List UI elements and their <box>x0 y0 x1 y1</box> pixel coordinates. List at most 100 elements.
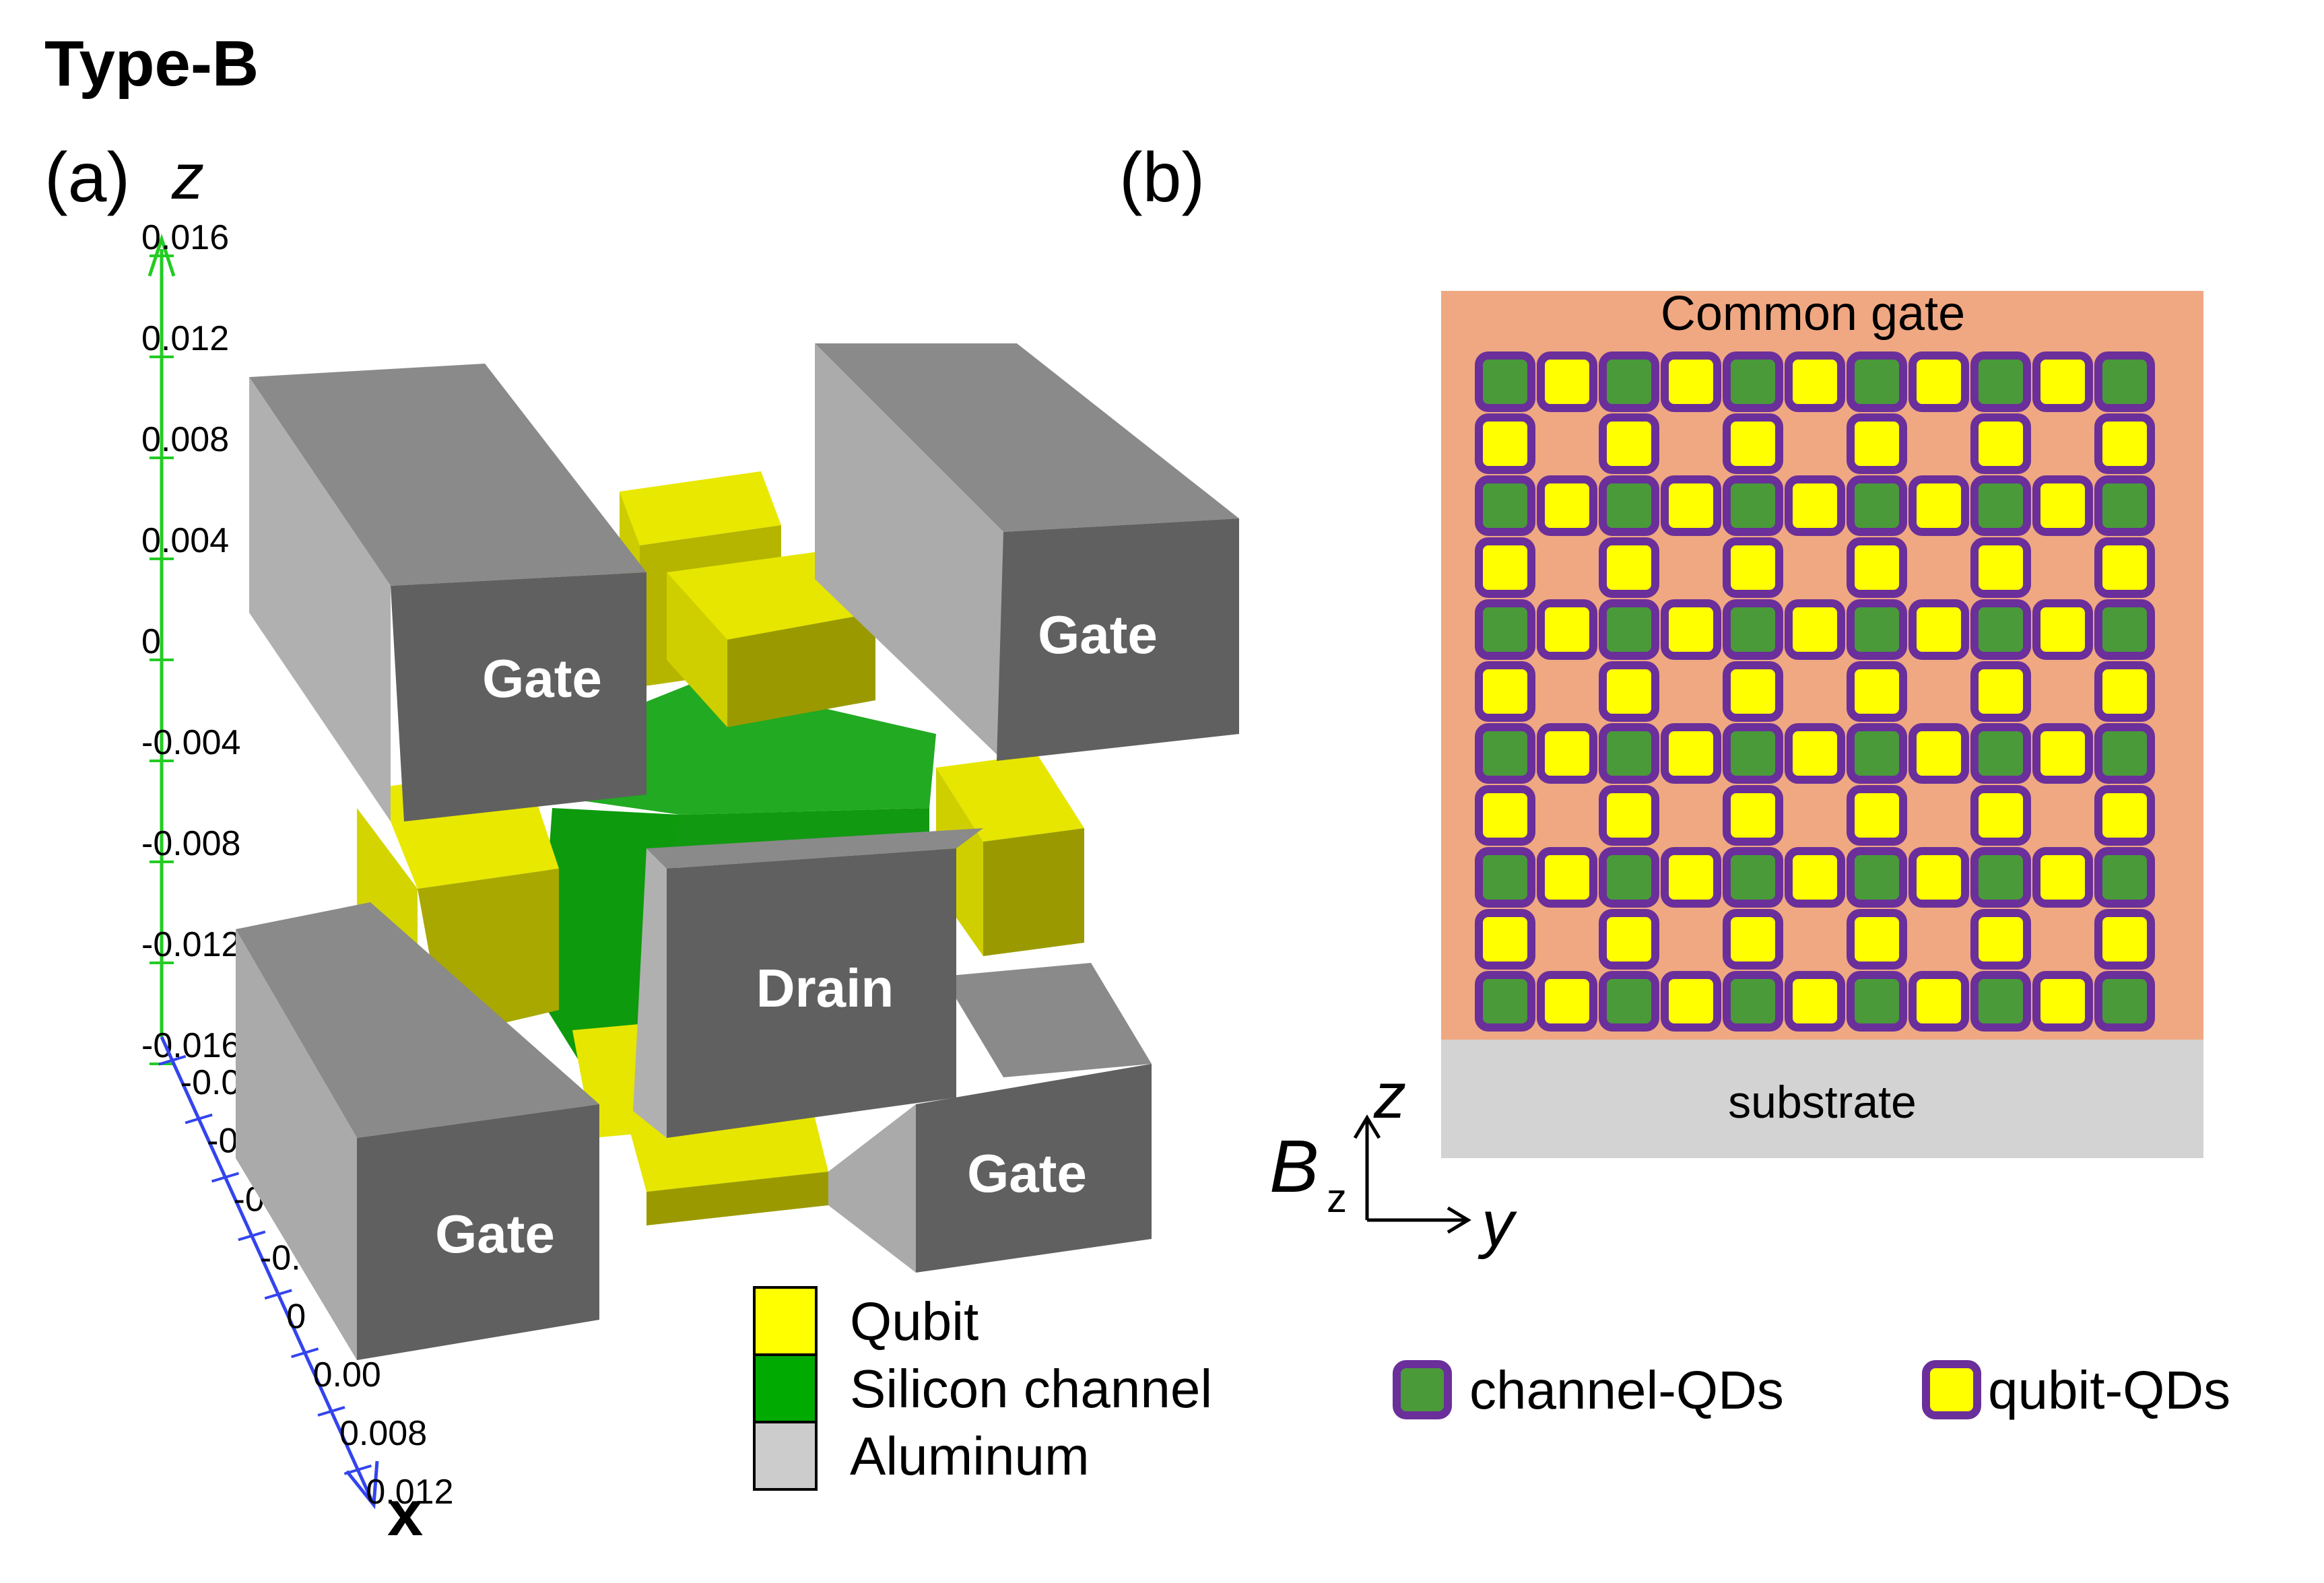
qubit-qd <box>1785 847 1845 908</box>
qubit-qd <box>1847 785 1907 846</box>
channel-qd <box>1847 723 1907 784</box>
channel-qd <box>2094 971 2155 1032</box>
x-tick-label: 0 <box>286 1297 306 1336</box>
drain-label: Drain <box>756 958 894 1018</box>
legend-label-channel-qds: channel-QDs <box>1469 1360 1784 1420</box>
qubit-qd <box>1970 537 2031 598</box>
qubit-qd <box>1970 413 2031 474</box>
channel-qd <box>1847 971 1907 1032</box>
gate-block-bottom-right <box>943 963 1152 1077</box>
x-axis-line <box>160 1036 376 1506</box>
x-tick-mark <box>158 1054 187 1066</box>
qubit-qd <box>2032 599 2093 660</box>
qubit-qd <box>1537 723 1597 784</box>
qubit-qd <box>2094 537 2155 598</box>
qubit-qd <box>1847 413 1907 474</box>
gate-bottom-right-label: Gate <box>967 1143 1087 1203</box>
channel-qd <box>1599 723 1659 784</box>
channel-qd <box>1599 599 1659 660</box>
panel-b-device: Common gate substrate z y B z channel-QD… <box>1269 287 2230 1420</box>
qubit-qd <box>1475 785 1535 846</box>
qubit-qd <box>1661 599 1721 660</box>
channel-qd <box>1475 723 1535 784</box>
z-tick-label: -0.016 <box>141 1026 240 1065</box>
field-subscript: z <box>1327 1176 1347 1221</box>
legend-swatch-qubit <box>753 1286 818 1356</box>
panel-a-label: (a) <box>44 139 131 217</box>
gate-block-top-left <box>249 364 646 586</box>
channel-qd <box>1970 723 2031 784</box>
channel-qd <box>1970 475 2031 536</box>
channel-qd <box>1723 847 1783 908</box>
qubit-qd <box>1599 909 1659 970</box>
panel-a-3d-structure: 0.0160.0120.0080.0040-0.004-0.008-0.012-… <box>141 141 1239 1549</box>
b-y-arrow-icon <box>1447 1206 1471 1234</box>
legend-swatch-qubit-qds <box>1922 1360 1981 1419</box>
z-tick-label: -0.004 <box>141 723 240 762</box>
qubit-qd <box>1537 599 1597 660</box>
gate-block-top-right <box>815 343 1239 532</box>
x-tick-label: 0.00 <box>313 1355 381 1394</box>
channel-qd <box>1847 847 1907 908</box>
qubit-qd <box>1847 909 1907 970</box>
z-tick-label: -0.012 <box>141 925 240 964</box>
channel-qd <box>1847 351 1907 412</box>
qubit-qd <box>1723 661 1783 722</box>
qubit-qd <box>1661 971 1721 1032</box>
channel-qd <box>2094 351 2155 412</box>
qubit-qd <box>1970 785 2031 846</box>
qubit-qd <box>1661 351 1721 412</box>
channel-qd <box>1723 351 1783 412</box>
qubit-qd <box>1475 413 1535 474</box>
qubit-qd <box>1599 661 1659 722</box>
x-tick-mark <box>238 1230 266 1242</box>
channel-qd <box>1599 971 1659 1032</box>
channel-qd <box>2094 723 2155 784</box>
x-tick-label: 0.012 <box>366 1473 453 1512</box>
x-axis-arrow-icon <box>345 1460 379 1510</box>
qubit-qd <box>2032 351 2093 412</box>
b-y-axis-label: y <box>1478 1188 1517 1260</box>
channel-qd <box>1970 599 2031 660</box>
qubit-qd <box>1661 475 1721 536</box>
qubit-qd <box>1908 971 1969 1032</box>
legend-swatch-channel-qds <box>1393 1360 1452 1419</box>
qubit-qd <box>2094 909 2155 970</box>
qubit-qd <box>1785 971 1845 1032</box>
z-tick-label: 0.008 <box>141 420 229 459</box>
gate-bottom-left-label: Gate <box>435 1204 555 1264</box>
channel-qd <box>1970 351 2031 412</box>
qubit-qd <box>1785 475 1845 536</box>
channel-qd <box>2094 599 2155 660</box>
qubit-qd <box>1599 537 1659 598</box>
qubit-qd <box>2032 971 2093 1032</box>
qd-grid <box>1475 351 2155 1032</box>
qubit-qd <box>1475 537 1535 598</box>
qubit-qd <box>1723 537 1783 598</box>
qubit-qd <box>1847 661 1907 722</box>
z-axis-arrow-icon <box>147 233 176 277</box>
qubit-qd <box>1661 723 1721 784</box>
x-tick-mark <box>291 1347 319 1359</box>
qubit-qd <box>1599 413 1659 474</box>
qubit-qd <box>1970 909 2031 970</box>
qubit-qd <box>1723 413 1783 474</box>
qubit-qd <box>2094 785 2155 846</box>
channel-qd <box>1599 847 1659 908</box>
channel-qd <box>1970 847 2031 908</box>
x-tick-mark <box>264 1289 292 1300</box>
x-tick-label: 0.008 <box>339 1414 427 1453</box>
common-gate-label: Common gate <box>1661 287 1965 341</box>
qubit-qd <box>1475 909 1535 970</box>
z-axis-label: z <box>171 141 204 213</box>
drain-block <box>646 828 983 869</box>
z-tick-label: 0 <box>141 622 161 661</box>
channel-qd <box>1475 847 1535 908</box>
gate-top-right-label: Gate <box>1038 605 1158 665</box>
legend-label-aluminum: Aluminum <box>850 1426 1090 1486</box>
channel-qd <box>1723 475 1783 536</box>
qubit-qd <box>1661 847 1721 908</box>
z-tick-label: 0.012 <box>141 319 229 358</box>
z-tick-label: 0.016 <box>141 218 229 257</box>
